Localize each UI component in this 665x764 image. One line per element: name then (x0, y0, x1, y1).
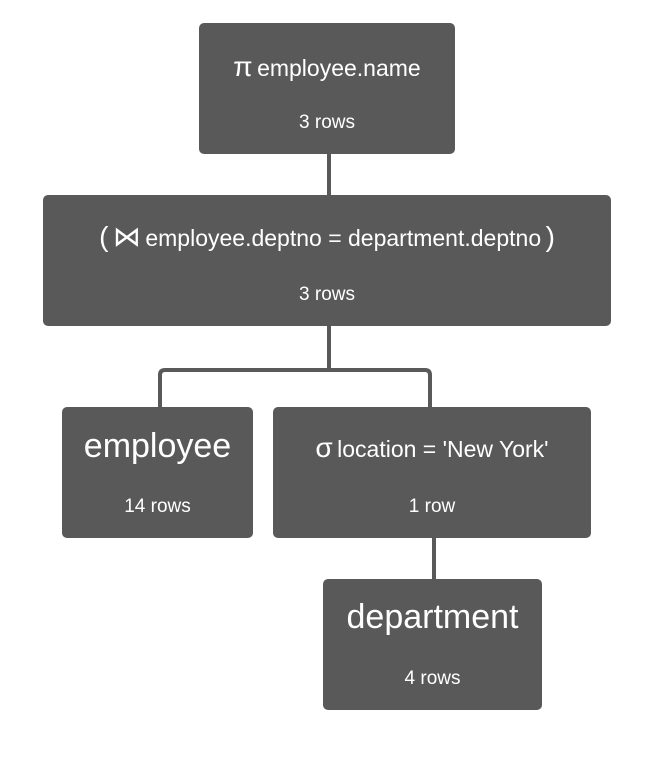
department-node[interactable]: department 4 rows (323, 579, 542, 710)
join-symbol: ⋈ (112, 221, 141, 252)
join-row-count: 3 rows (299, 284, 355, 305)
join-close-paren: ) (545, 221, 555, 252)
employee-title: employee (83, 427, 232, 465)
join-open-paren: ( (99, 221, 109, 252)
selection-condition: location = 'New York' (337, 436, 549, 462)
join-title: ( ⋈ employee.deptno = department.deptno … (43, 223, 611, 251)
projection-title: π employee.name (199, 53, 455, 81)
join-condition: employee.deptno = department.deptno (145, 225, 542, 251)
projection-row-count: 3 rows (299, 112, 355, 133)
employee-node[interactable]: employee 14 rows (62, 407, 253, 538)
projection-node[interactable]: π employee.name 3 rows (199, 23, 455, 154)
join-node[interactable]: ( ⋈ employee.deptno = department.deptno … (43, 195, 611, 326)
selection-node[interactable]: σ location = 'New York' 1 row (273, 407, 591, 538)
selection-symbol: σ (315, 432, 333, 463)
edge-join-selection (329, 368, 432, 408)
department-row-count: 4 rows (404, 668, 461, 689)
projection-symbol: π (233, 51, 253, 82)
projection-attribute: employee.name (257, 55, 421, 81)
employee-row-count: 14 rows (124, 496, 191, 517)
selection-title: σ location = 'New York' (273, 434, 591, 462)
selection-row-count: 1 row (408, 496, 456, 517)
department-title: department (346, 598, 519, 636)
edge-join-employee (158, 368, 329, 408)
